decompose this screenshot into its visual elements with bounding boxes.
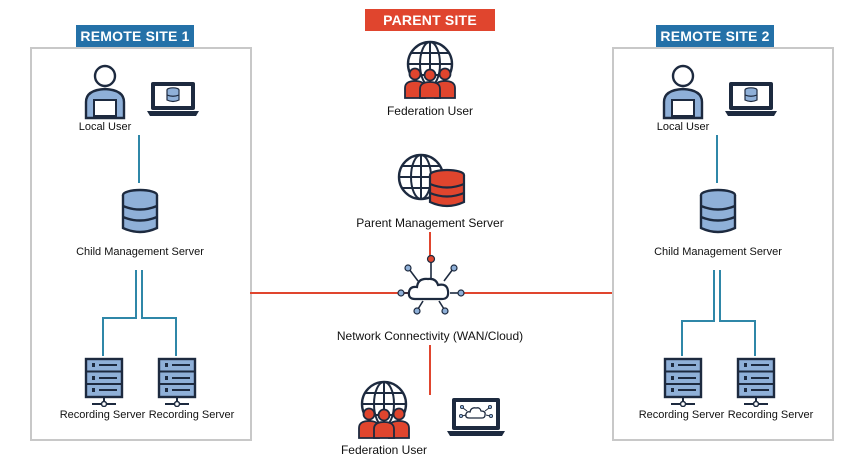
recording-server-icon bbox=[84, 357, 124, 407]
database-icon bbox=[121, 188, 159, 234]
site2-recording-server-1-label: Recording Server bbox=[638, 409, 725, 421]
remote-site-2-tag: REMOTE SITE 2 bbox=[656, 25, 774, 47]
remote-site-1-box bbox=[30, 47, 252, 441]
laptop-database-icon bbox=[725, 82, 777, 116]
parent-federation-user-bottom-label: Federation User bbox=[340, 443, 428, 457]
remote-site-2-box bbox=[612, 47, 834, 441]
laptop-cloud-icon bbox=[447, 398, 505, 436]
site2-lines bbox=[681, 135, 756, 356]
globe-users-icon bbox=[404, 40, 456, 99]
globe-database-icon bbox=[397, 153, 466, 208]
site1-lines bbox=[102, 135, 177, 356]
site1-child-server-label: Child Management Server bbox=[76, 246, 204, 258]
cloud-network-icon bbox=[397, 254, 465, 315]
parent-site-tag: PARENT SITE bbox=[365, 9, 495, 31]
recording-server-icon bbox=[736, 357, 776, 407]
site1-recording-server-1-label: Recording Server bbox=[59, 409, 146, 421]
site1-recording-server-2-label: Recording Server bbox=[148, 409, 235, 421]
user-icon bbox=[662, 64, 704, 120]
site2-recording-server-2-label: Recording Server bbox=[727, 409, 814, 421]
site2-local-user-label: Local User bbox=[656, 121, 710, 133]
recording-server-icon bbox=[663, 357, 703, 407]
parent-management-server-label: Parent Management Server bbox=[356, 216, 504, 230]
recording-server-icon bbox=[157, 357, 197, 407]
database-icon bbox=[699, 188, 737, 234]
network-connectivity-label: Network Connectivity (WAN/Cloud) bbox=[336, 329, 524, 343]
parent-federation-user-label: Federation User bbox=[386, 104, 474, 118]
site1-local-user-label: Local User bbox=[78, 121, 132, 133]
remote-site-1-tag: REMOTE SITE 1 bbox=[76, 25, 194, 47]
user-icon bbox=[84, 64, 126, 120]
globe-users-icon bbox=[358, 380, 410, 439]
laptop-database-icon bbox=[147, 82, 199, 116]
site2-child-server-label: Child Management Server bbox=[654, 246, 782, 258]
